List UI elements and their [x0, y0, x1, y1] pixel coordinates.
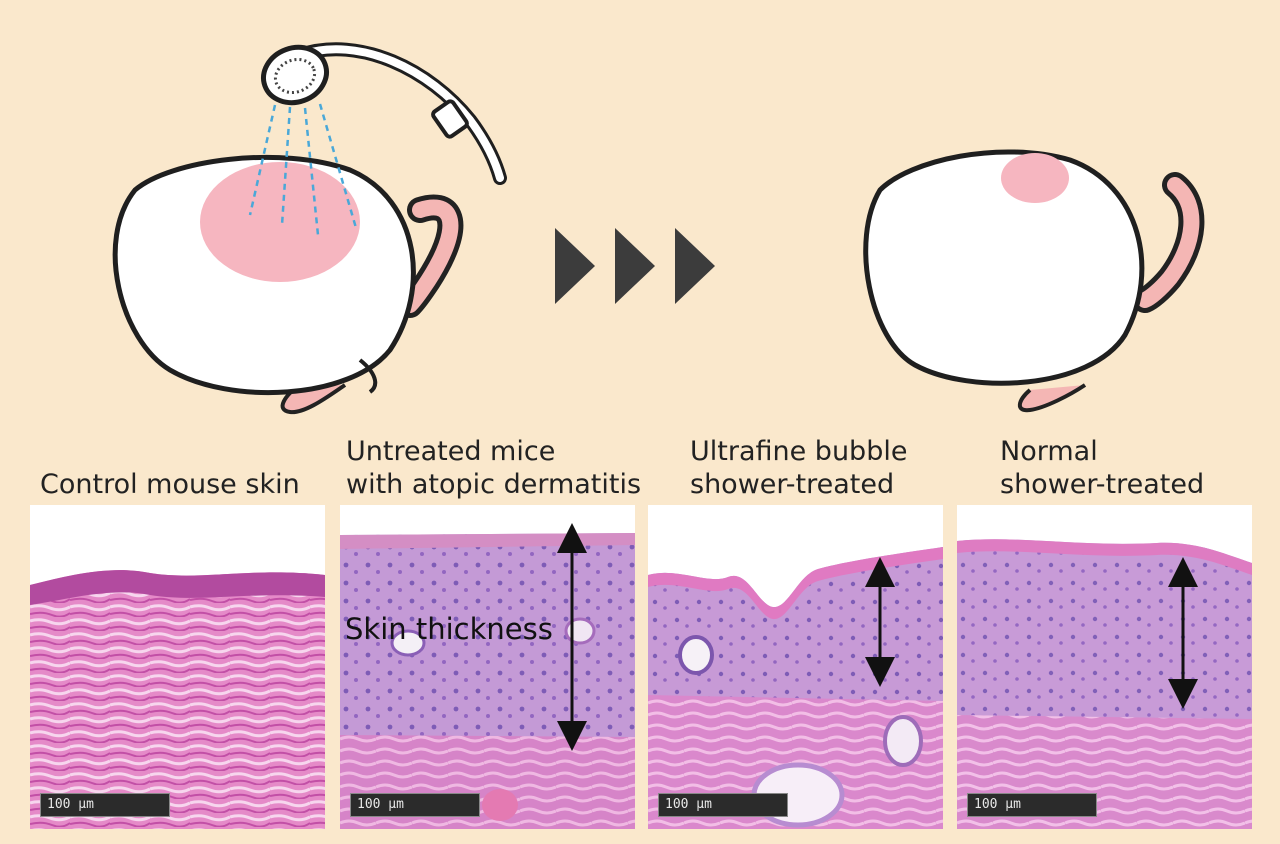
histology-control: 100 μm	[30, 505, 325, 829]
label-untreated: Untreated mice with atopic dermatitis	[346, 436, 642, 500]
scale-bar: 100 μm	[40, 793, 170, 817]
scale-bar: 100 μm	[967, 793, 1097, 817]
scale-bar: 100 μm	[658, 793, 788, 817]
scale-bar: 100 μm	[350, 793, 480, 817]
top-illustration	[112, 42, 1205, 415]
mouse-with-dermatitis	[112, 154, 464, 415]
progress-arrow-icon	[555, 228, 715, 304]
mouse-healed	[863, 149, 1205, 413]
label-normal: Normal shower-treated	[1000, 436, 1205, 500]
label-ultrafine: Ultrafine bubble shower-treated	[690, 436, 908, 500]
shower-head-icon	[248, 42, 507, 236]
label-control: Control mouse skin	[40, 469, 300, 500]
skin-thickness-label: Skin thickness	[345, 612, 553, 646]
